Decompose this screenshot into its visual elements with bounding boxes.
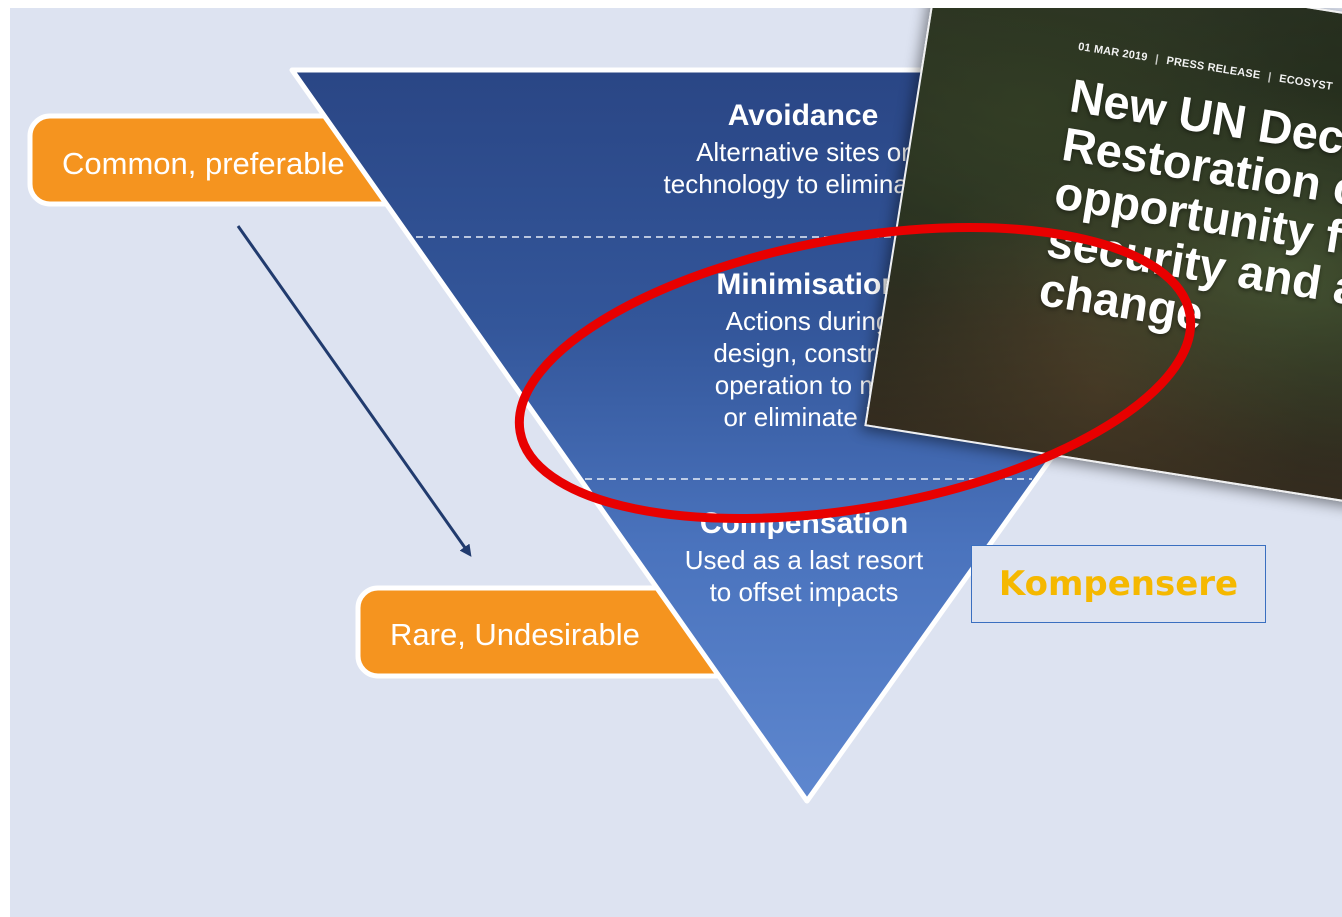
slide: Common, preferable Rare, Undesirable Avo…: [10, 8, 1342, 917]
avoidance-line-1: Alternative sites or: [696, 137, 910, 167]
minimisation-line-4: or eliminate im: [723, 402, 892, 432]
common-preferable-label: Common, preferable: [62, 146, 345, 181]
kompensere-annotation-box: Kompensere: [971, 545, 1266, 623]
compensation-line-1: Used as a last resort: [685, 545, 924, 575]
minimisation-line-1: Actions during: [726, 306, 891, 336]
highlight-ellipse: [514, 223, 1196, 523]
kompensere-label: Kompensere: [998, 564, 1239, 604]
avoidance-line-2: technology to eliminate i: [664, 169, 943, 199]
compensation-line-2: to offset impacts: [710, 577, 899, 607]
avoidance-title: Avoidance: [728, 99, 879, 132]
highlight-overlay: [514, 223, 1196, 523]
minimisation-line-2: design, construc: [713, 338, 902, 368]
rare-undesirable-tab: Rare, Undesirable: [355, 585, 741, 679]
preference-arrow: [236, 225, 472, 557]
minimisation-title: Minimisation: [716, 268, 899, 301]
rare-undesirable-label: Rare, Undesirable: [390, 617, 640, 652]
